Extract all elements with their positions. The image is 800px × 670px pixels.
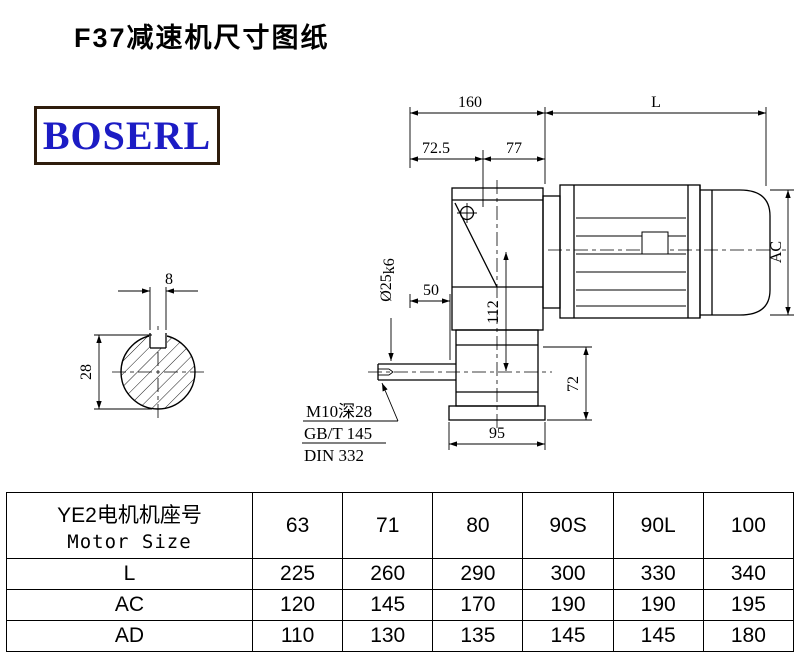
table-cell: 145 <box>342 589 434 621</box>
row-label: L <box>6 558 253 590</box>
standard-note-1: GB/T 145 <box>304 424 372 443</box>
table-cell: 190 <box>522 589 614 621</box>
keyway-notch <box>149 330 167 348</box>
boserl-logo-text: BOSERL <box>42 113 212 158</box>
dim-28: 28 <box>78 334 152 410</box>
motor-size-label-cn: YE2电机机座号 <box>57 503 202 527</box>
table-cell: 330 <box>612 558 704 590</box>
gearbox-outline <box>448 187 546 421</box>
dim-AC-label: AC <box>768 241 785 263</box>
technical-drawing: 8 28 <box>78 94 794 465</box>
table-cell: 63 <box>251 492 344 559</box>
table-cell: 225 <box>251 558 344 590</box>
dim-8-label: 8 <box>165 271 173 288</box>
thread-callout: M10深28 GB/T 145 DIN 332 <box>302 382 399 465</box>
dim-50: 50 <box>409 282 451 360</box>
table-cell: 290 <box>432 558 524 590</box>
dim-72_5-label: 72.5 <box>422 140 450 157</box>
table-cell: 260 <box>342 558 434 590</box>
standard-note-2: DIN 332 <box>304 446 364 465</box>
dim-160-label: 160 <box>458 94 482 111</box>
dim-160: 160 <box>409 94 546 184</box>
shaft-diameter-label: Ø25k6 <box>378 258 398 302</box>
dim-112: 112 <box>485 252 509 371</box>
table-row-L: L 225 260 290 300 330 340 <box>6 558 795 590</box>
table-cell: 120 <box>251 589 344 621</box>
dim-AC: AC <box>768 189 794 316</box>
motor-outline <box>559 184 771 319</box>
table-cell: 145 <box>522 620 614 652</box>
dim-28-label: 28 <box>78 364 95 380</box>
output-shaft <box>377 363 456 381</box>
dim-72-label: 72 <box>565 376 582 392</box>
dim-77-label: 77 <box>506 140 522 157</box>
fan-cover <box>700 189 771 316</box>
row-label: AC <box>6 589 253 621</box>
motor-size-label-en: Motor Size <box>67 530 192 553</box>
motor-size-header: YE2电机机座号 Motor Size <box>6 492 253 559</box>
table-row-AC: AC 120 145 170 190 190 195 <box>6 589 795 621</box>
dim-L: L <box>545 94 767 186</box>
table-cell: 195 <box>702 589 795 621</box>
row-label: AD <box>6 620 253 652</box>
dim-95-label: 95 <box>489 425 505 442</box>
table-cell: 135 <box>432 620 524 652</box>
motor-nameplate <box>641 231 669 255</box>
dimension-table: YE2电机机座号 Motor Size 63 71 80 90S 90L 100… <box>6 492 795 652</box>
motor-fins <box>576 217 686 307</box>
table-header-row: YE2电机机座号 Motor Size 63 71 80 90S 90L 100 <box>6 492 795 559</box>
dim-L-label: L <box>651 94 661 111</box>
dim-77: 77 <box>483 140 545 162</box>
table-cell: 80 <box>432 492 524 559</box>
dim-72_5: 72.5 <box>410 140 484 207</box>
dim-112-label: 112 <box>485 300 502 323</box>
table-cell: 71 <box>342 492 434 559</box>
table-cell: 300 <box>522 558 614 590</box>
motor-flange <box>542 195 561 309</box>
table-cell: 110 <box>251 620 344 652</box>
dim-95: 95 <box>448 422 546 450</box>
thread-note-label: M10深28 <box>306 402 372 421</box>
table-cell: 90S <box>522 492 614 559</box>
boserl-logo: BOSERL <box>34 106 220 165</box>
table-cell: 90L <box>612 492 704 559</box>
table-cell: 190 <box>612 589 704 621</box>
gearmotor-view: 160 L 72.5 77 AC <box>302 94 794 465</box>
table-cell: 180 <box>702 620 795 652</box>
page-title: F37减速机尺寸图纸 <box>74 23 330 53</box>
dim-shaft-diameter: Ø25k6 <box>378 258 398 361</box>
shaft-section-view: 8 28 <box>78 271 206 420</box>
table-row-AD: AD 110 130 135 145 145 180 <box>6 620 795 652</box>
table-cell: 100 <box>702 492 795 559</box>
table-cell: 170 <box>432 589 524 621</box>
table-cell: 145 <box>612 620 704 652</box>
dim-50-label: 50 <box>423 282 439 299</box>
table-cell: 340 <box>702 558 795 590</box>
dim-72: 72 <box>543 346 592 421</box>
dim-8: 8 <box>118 271 198 330</box>
table-cell: 130 <box>342 620 434 652</box>
